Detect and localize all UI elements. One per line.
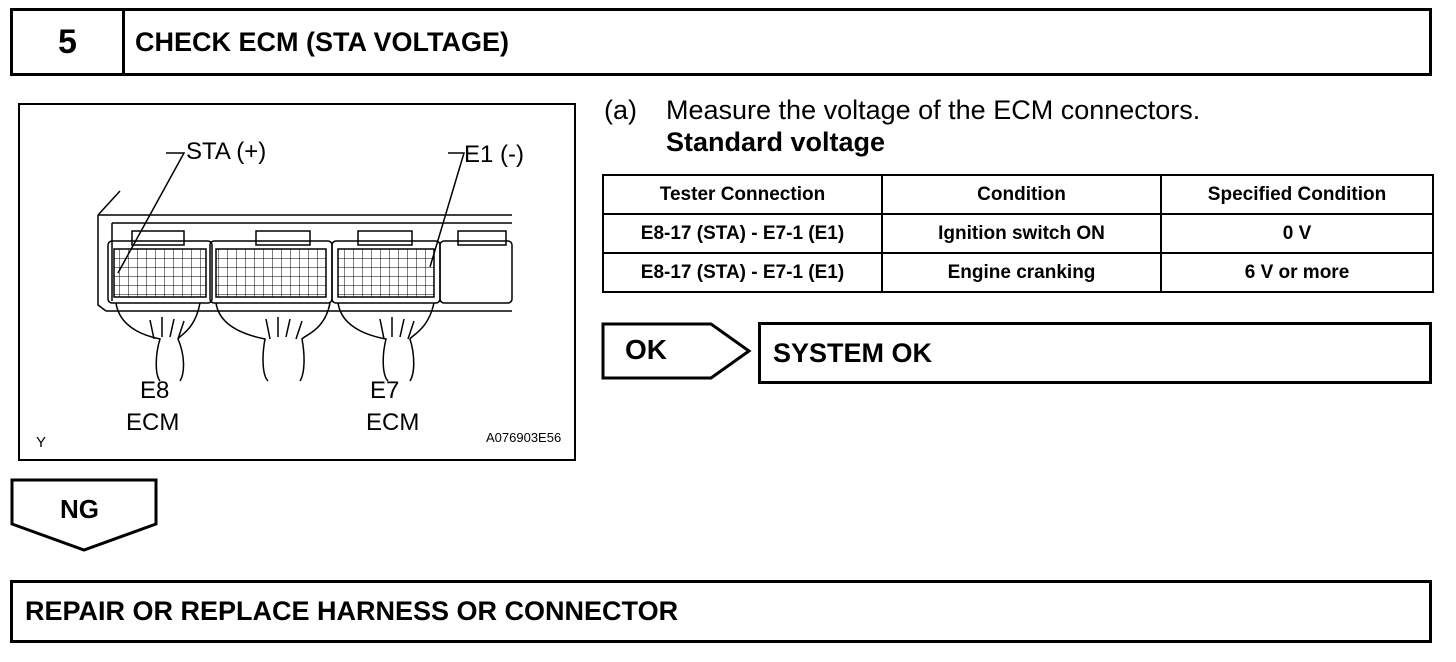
header-tester-connection: Tester Connection bbox=[602, 174, 883, 215]
cell-specified-condition: 0 V bbox=[1160, 213, 1434, 254]
standard-voltage-label: Standard voltage bbox=[666, 127, 886, 157]
connector-e8-sub-label: ECM bbox=[126, 409, 180, 436]
header-specified-condition: Specified Condition bbox=[1160, 174, 1434, 215]
cell-tester-connection: E8-17 (STA) - E7-1 (E1) bbox=[602, 213, 883, 254]
ecm-connector-figure: STA (+) E1 (-) E8 ECM E7 ECM Y A076903E5… bbox=[18, 103, 576, 461]
ng-arrow-icon bbox=[10, 478, 158, 552]
cell-condition: Engine cranking bbox=[881, 252, 1162, 293]
step-header: 5 CHECK ECM (STA VOLTAGE) bbox=[10, 8, 1432, 76]
table-row: E8-17 (STA) - E7-1 (E1) Engine cranking … bbox=[602, 252, 1434, 293]
repair-harness-box: REPAIR OR REPLACE HARNESS OR CONNECTOR bbox=[10, 580, 1432, 643]
e1-terminal-label: E1 (-) bbox=[464, 141, 524, 168]
connector-e7-sub-label: ECM bbox=[366, 409, 420, 436]
sta-terminal-label: STA (+) bbox=[186, 138, 267, 165]
header-condition: Condition bbox=[881, 174, 1162, 215]
step-number: 5 bbox=[13, 11, 125, 73]
system-ok-box: SYSTEM OK bbox=[758, 322, 1432, 384]
connector-e8-label: E8 bbox=[140, 377, 170, 404]
ecm-connector-illustration bbox=[97, 152, 513, 382]
figure-code: A076903E56 bbox=[486, 430, 562, 445]
connector-e7-label: E7 bbox=[370, 377, 400, 404]
step-title: CHECK ECM (STA VOLTAGE) bbox=[135, 26, 509, 57]
cell-condition: Ignition switch ON bbox=[881, 213, 1162, 254]
spec-table: Tester Connection Condition Specified Co… bbox=[602, 174, 1434, 293]
cell-tester-connection: E8-17 (STA) - E7-1 (E1) bbox=[602, 252, 883, 293]
ok-arrow-icon bbox=[601, 322, 752, 380]
ng-label: NG bbox=[60, 494, 99, 524]
instruction-letter: (a) bbox=[604, 95, 637, 125]
table-row: E8-17 (STA) - E7-1 (E1) Ignition switch … bbox=[602, 213, 1434, 254]
corner-mark: Y bbox=[36, 434, 47, 451]
instruction-text: Measure the voltage of the ECM connector… bbox=[666, 95, 1201, 125]
cell-specified-condition: 6 V or more bbox=[1160, 252, 1434, 293]
ok-label: OK bbox=[625, 334, 667, 365]
table-header-row: Tester Connection Condition Specified Co… bbox=[602, 174, 1434, 215]
